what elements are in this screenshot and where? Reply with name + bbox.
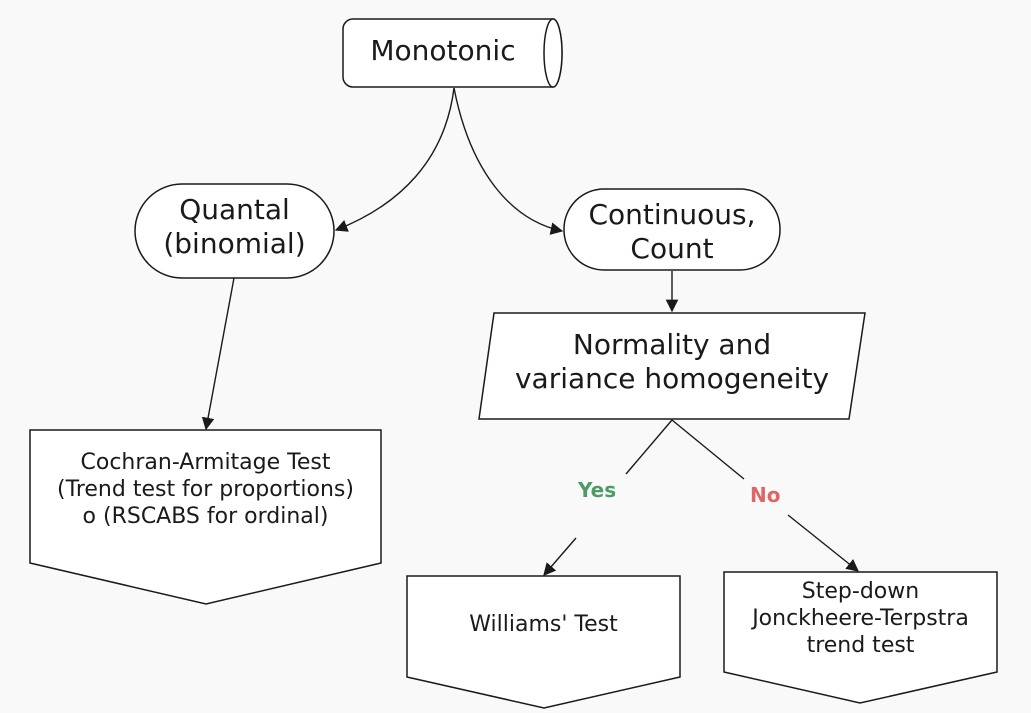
- node-williams-shape: [406, 575, 681, 709]
- node-continuous-shape: [563, 188, 781, 271]
- edge-label-yes: Yes: [578, 478, 617, 502]
- node-cochran-shape: [29, 429, 382, 605]
- node-williams-label: Williams' Test: [469, 612, 618, 637]
- node-normality-shape: [478, 312, 866, 420]
- edge-monotonic-to-continuous: [453, 87, 564, 235]
- node-continuous-label: Continuous, Count: [588, 198, 756, 266]
- node-monotonic-label: Monotonic: [370, 34, 516, 67]
- node-quantal-shape: [134, 183, 335, 279]
- edge-quantal-to-cochran: [201, 277, 235, 431]
- edge-normality-no-lower: [787, 514, 859, 572]
- node-cochran-label: Cochran-Armitage Test (Trend test for pr…: [57, 450, 354, 529]
- node-normality-label: Normality and variance homogeneity: [514, 328, 830, 396]
- node-quantal-label: Quantal (binomial): [163, 193, 306, 261]
- edge-normality-no-upper: [671, 419, 745, 480]
- edge-monotonic-to-quantal: [334, 87, 455, 232]
- node-jonckheere-label: Step-down Jonckheere-Terpstra trend test: [752, 579, 969, 658]
- edge-label-no: No: [750, 483, 781, 507]
- edge-normality-yes-lower: [543, 537, 577, 576]
- node-monotonic-shape: [342, 18, 563, 88]
- edge-normality-yes-upper: [625, 419, 673, 475]
- node-jonckheere-shape: [723, 571, 998, 704]
